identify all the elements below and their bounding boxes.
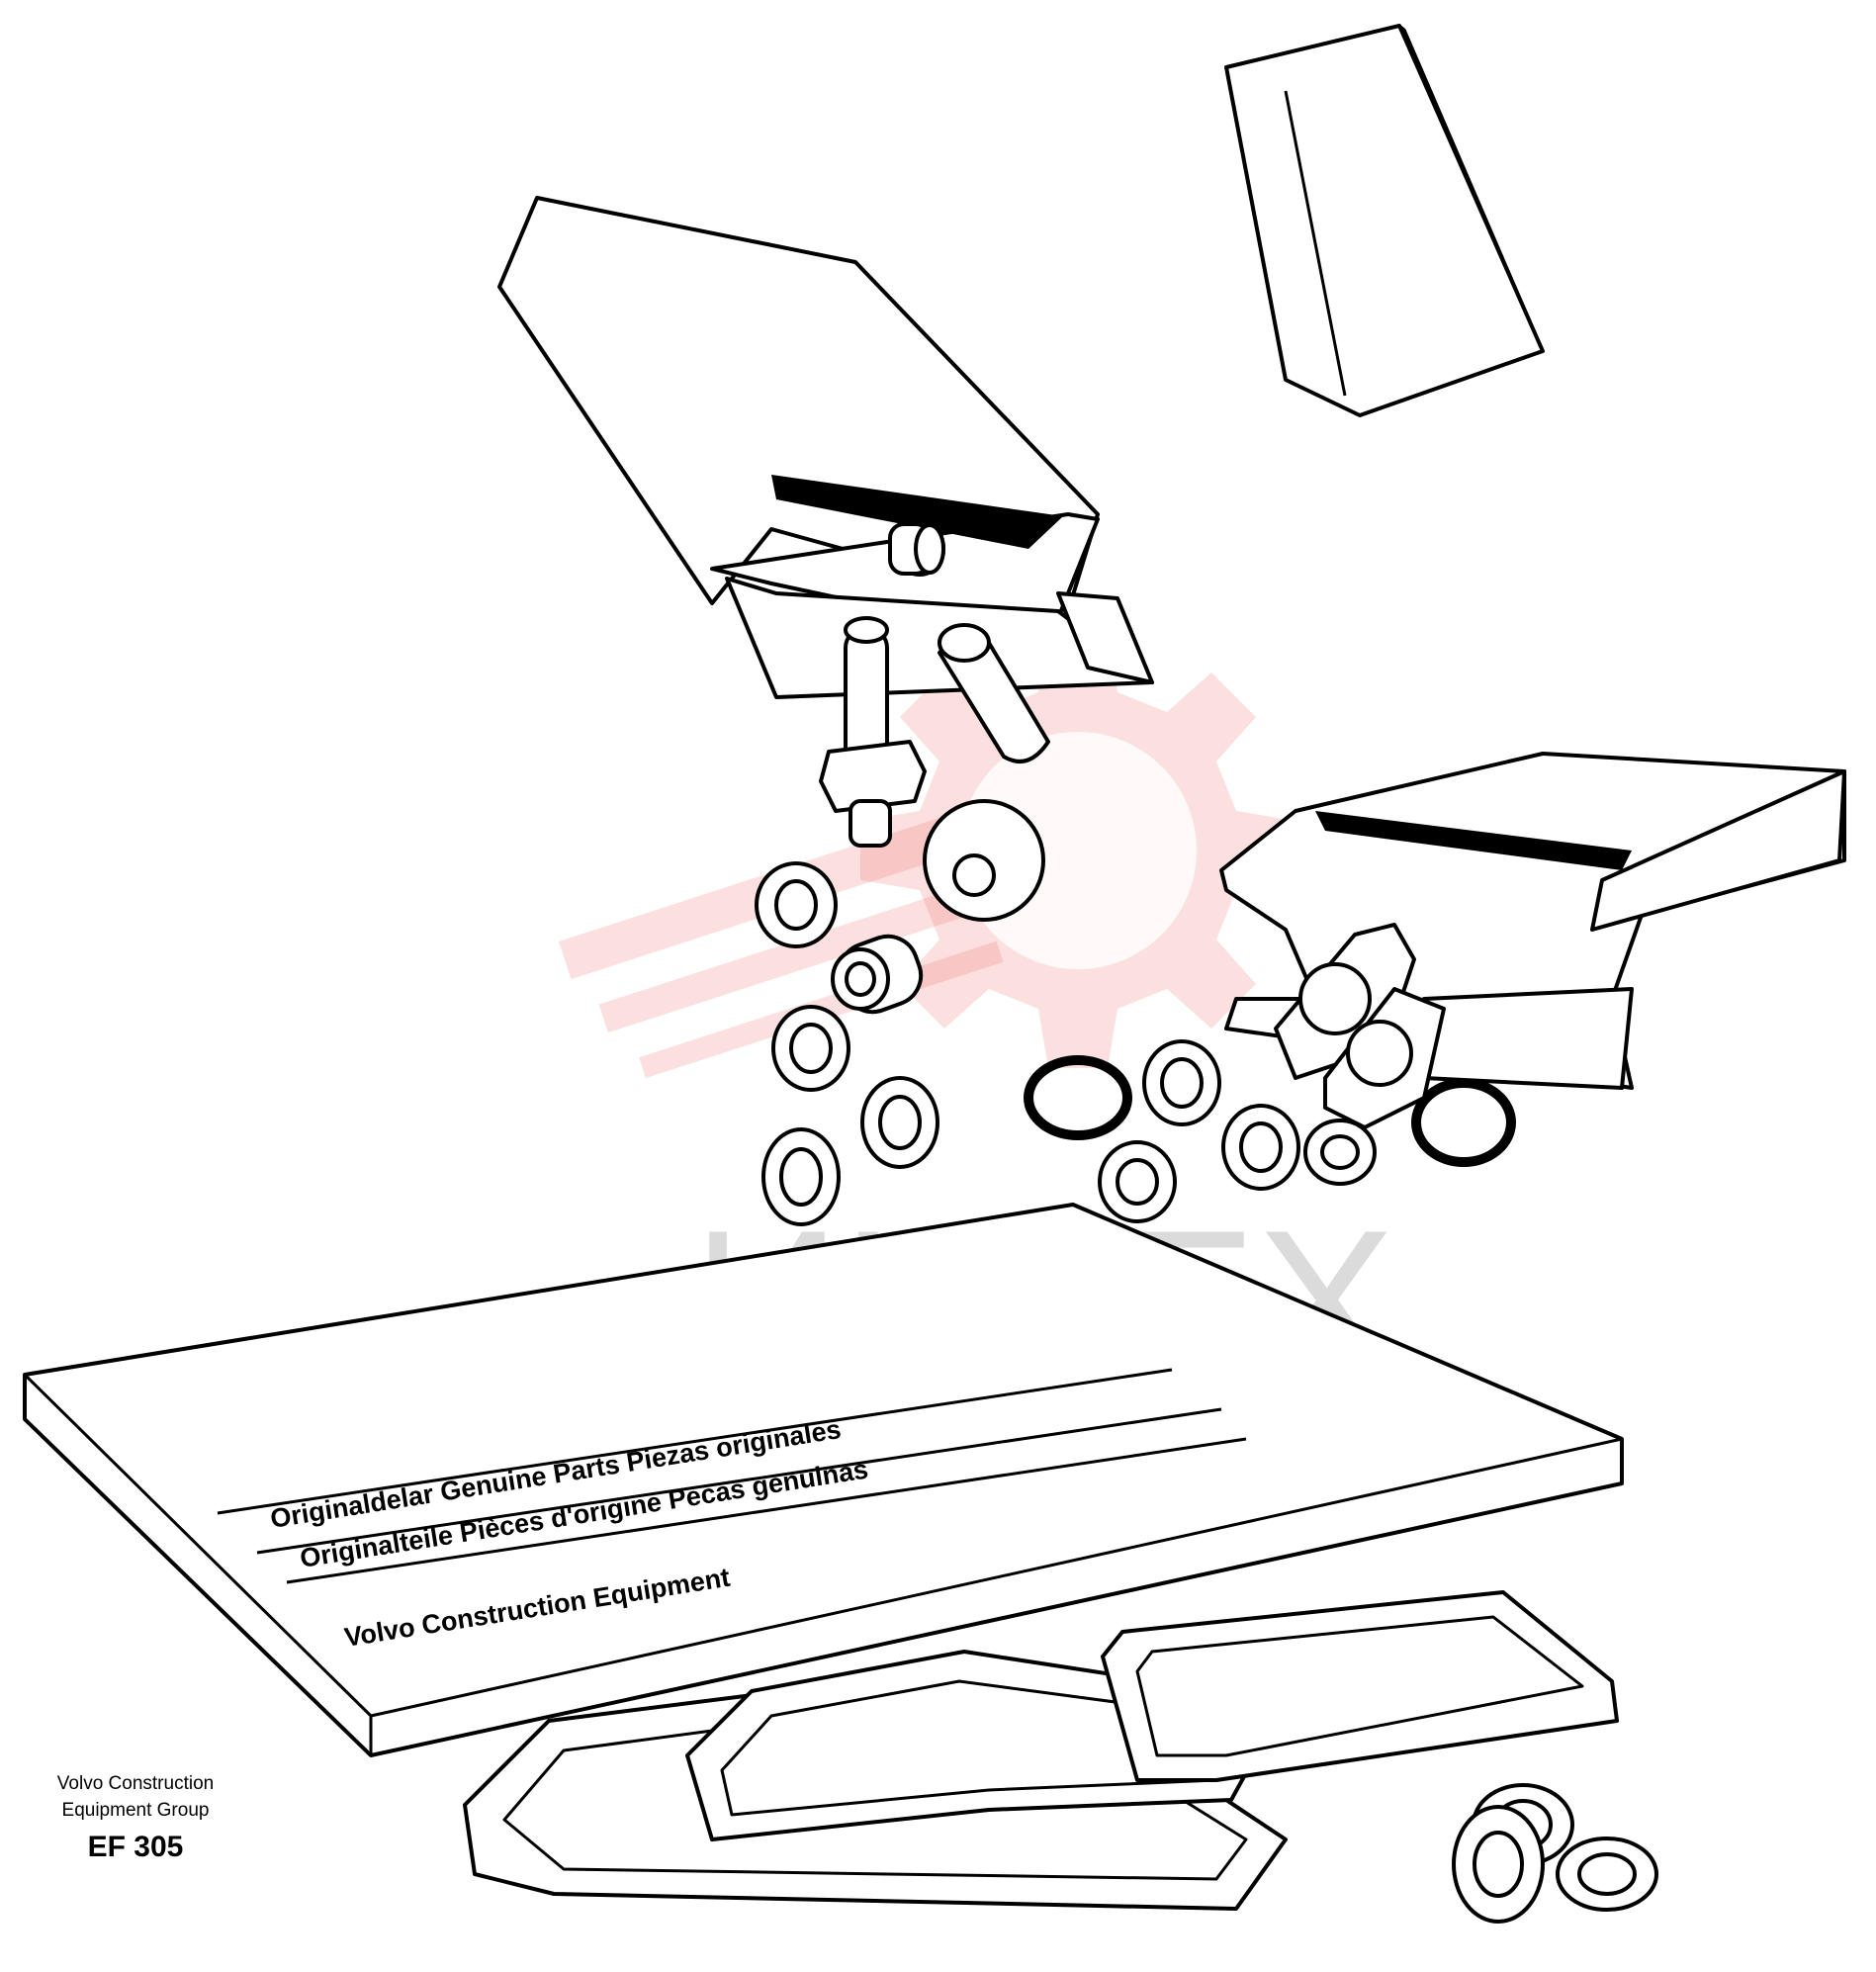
company-name-line1: Volvo Construction — [56, 1773, 215, 1794]
company-name-line2: Equipment Group — [61, 1800, 210, 1821]
flange-gaskets — [1274, 923, 1446, 1129]
parts-book: Originaldelar Genuine Parts Piezas origi… — [23, 1203, 1624, 1757]
bushing-part — [888, 521, 945, 577]
figure-code: EF 305 — [87, 1831, 184, 1863]
ball-bearings — [1452, 1783, 1658, 1924]
gear-wheel-part — [923, 799, 1045, 922]
open-box-left — [497, 196, 1154, 699]
sleeve-part — [831, 934, 924, 1015]
rectangular-gaskets — [463, 1590, 1619, 1911]
closed-box — [1224, 24, 1545, 417]
pin-part — [938, 623, 1050, 763]
seal-rings — [755, 861, 1516, 1226]
gear-shaft-part — [819, 616, 927, 848]
figure-caption: Volvo Construction Equipment Group EF 30… — [22, 1770, 249, 1871]
